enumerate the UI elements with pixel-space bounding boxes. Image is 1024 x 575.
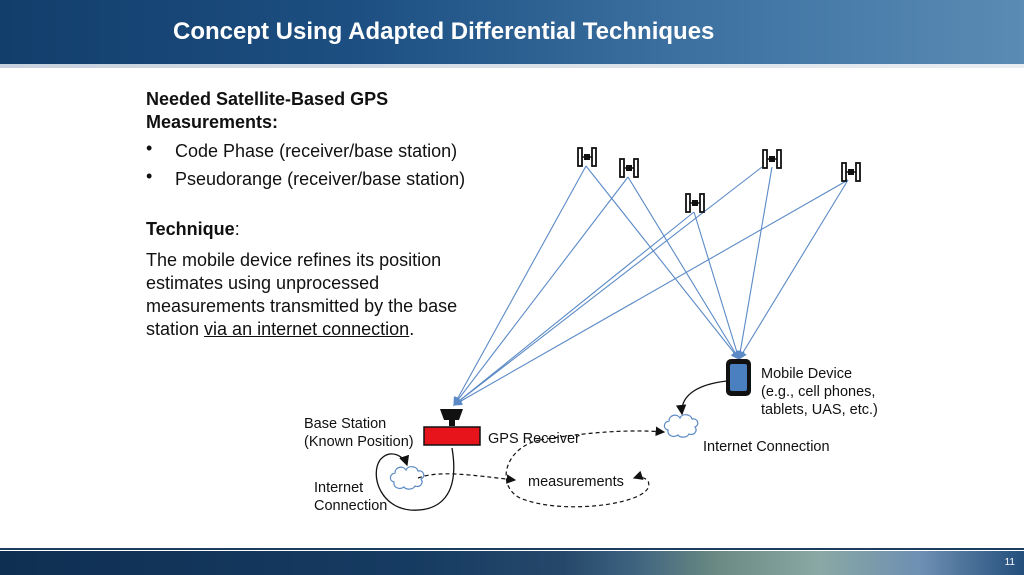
signal-line — [453, 166, 763, 406]
label-line: (e.g., cell phones, — [761, 384, 876, 400]
satellite-icon — [685, 193, 705, 213]
bullet-text: Pseudorange (receiver/base station) — [175, 169, 466, 189]
label-line: Base Station — [304, 416, 387, 432]
signal-line — [735, 166, 773, 361]
heading-line: Needed Satellite-Based GPS — [146, 89, 389, 109]
label-line: Internet — [314, 480, 364, 496]
satellite-icon — [762, 149, 782, 169]
signal-line — [627, 176, 740, 360]
measurements-to-cloud-arrow — [539, 426, 666, 441]
technique-colon: : — [234, 219, 240, 239]
technique-heading: Technique: — [146, 218, 491, 241]
cloud-icon-right — [663, 414, 699, 438]
internet-connection-left-label: Internet Connection — [314, 479, 387, 515]
base-station-icon — [423, 409, 481, 446]
footer-bar: 11 — [0, 548, 1024, 575]
mobile-to-cloud-arrow — [675, 380, 728, 416]
signal-line — [453, 165, 587, 406]
cloud-to-measurements-arrow — [417, 473, 517, 484]
base-to-cloud-arrow — [375, 447, 455, 511]
heading-line: Measurements: — [146, 112, 279, 132]
desc-line: measurements transmitted by the base — [146, 296, 458, 316]
measurements-heading: Needed Satellite-Based GPS Measurements: — [146, 88, 491, 134]
signal-lines-to-mobile — [585, 165, 849, 361]
cloud-icon-left — [389, 466, 425, 490]
footer-divider — [0, 548, 1024, 550]
desc-period: . — [409, 319, 415, 339]
measurement-list: • Code Phase (receiver/base station) • Pse… — [146, 138, 491, 196]
signal-line — [453, 179, 849, 406]
internet-connection-right-label: Internet Connection — [703, 439, 830, 455]
base-station-label: Base Station (Known Position) — [304, 415, 414, 451]
underlined-phrase: via an internet connection — [204, 319, 410, 339]
satellite-icon — [841, 162, 861, 182]
measurements-label: measurements — [528, 474, 624, 490]
signal-line — [453, 211, 695, 406]
slide-title: Concept Using Adapted Differential Techn… — [173, 18, 715, 45]
desc-text: station — [146, 319, 205, 339]
mobile-device-icon — [726, 359, 751, 396]
label-line: Connection — [314, 498, 388, 514]
technique-description: The mobile device refines its position e… — [146, 249, 491, 341]
signal-lines-to-base — [453, 165, 849, 406]
desc-line: estimates using unprocessed — [146, 273, 380, 293]
bullet-text: Code Phase (receiver/base station) — [175, 141, 458, 161]
technique-label: Technique — [146, 219, 235, 239]
satellite-icon — [619, 158, 639, 178]
satellite-icon — [577, 147, 597, 167]
desc-line: station via an internet connection. — [146, 318, 491, 341]
signal-line — [738, 179, 849, 360]
signal-line — [453, 176, 629, 406]
gps-receiver-label: GPS Receiver — [488, 431, 580, 447]
left-text-block: Needed Satellite-Based GPS Measurements:… — [146, 88, 491, 341]
title-bar — [0, 0, 1024, 68]
mobile-device-label: Mobile Device (e.g., cell phones, tablet… — [761, 365, 878, 419]
signal-line — [693, 211, 741, 361]
label-line: (Known Position) — [304, 434, 414, 450]
signal-line — [585, 165, 740, 360]
label-line: tablets, UAS, etc.) — [761, 402, 878, 418]
bullet-icon: • — [146, 138, 153, 158]
label-line: Mobile Device — [761, 366, 853, 382]
page-number: 11 — [1004, 557, 1015, 568]
list-item: • Code Phase (receiver/base station) — [146, 138, 491, 168]
list-item: • Pseudorange (receiver/base station) — [146, 166, 491, 196]
title-underline — [0, 64, 1024, 68]
bullet-icon: • — [146, 166, 153, 186]
desc-line: The mobile device refines its position — [146, 250, 442, 270]
